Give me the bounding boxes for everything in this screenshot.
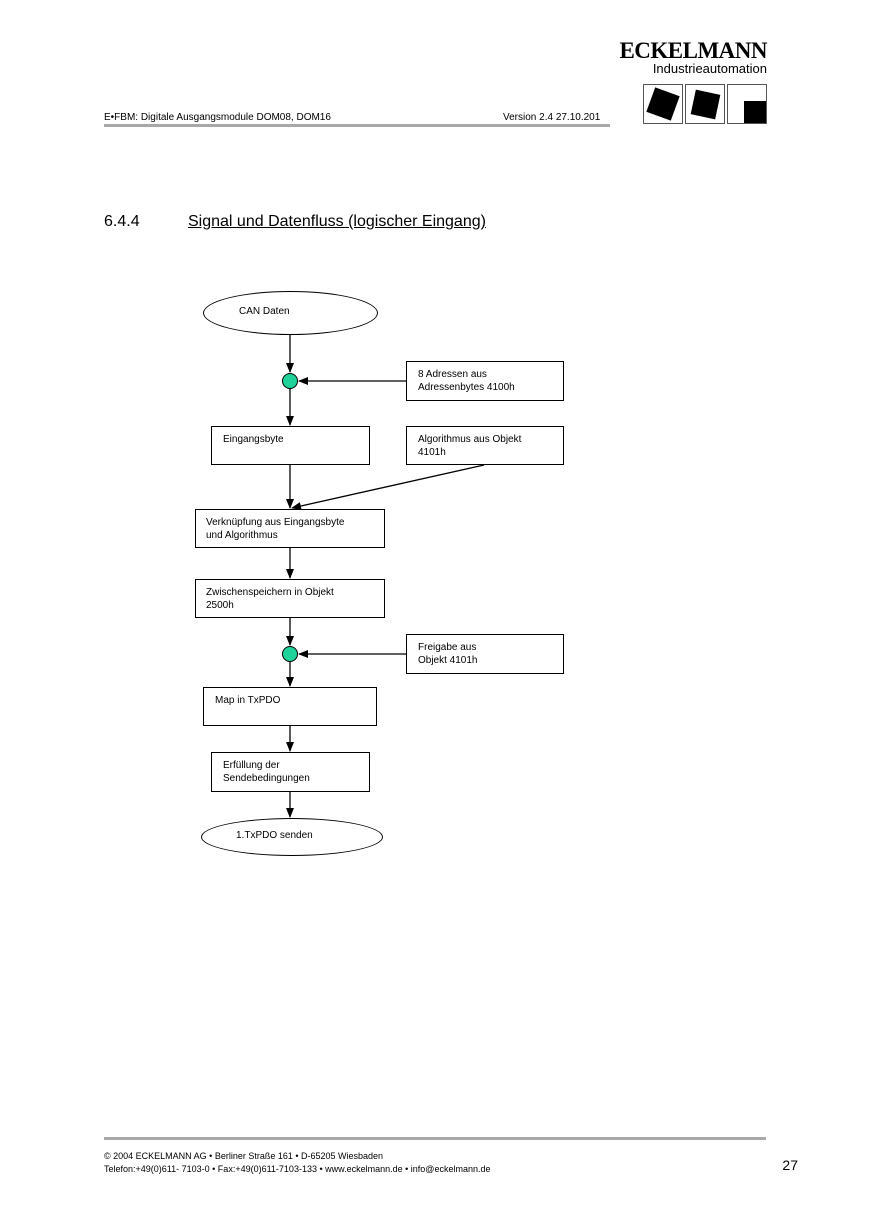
- page-number: 27: [782, 1157, 798, 1173]
- document-version: Version 2.4 27.10.201: [503, 112, 601, 123]
- logo-square-1: [643, 84, 683, 124]
- node-can-daten-label: CAN Daten: [239, 306, 290, 317]
- footer-address: © 2004 ECKELMANN AG • Berliner Straße 16…: [104, 1151, 384, 1161]
- node-zwischenspeichern-line1: Zwischenspeichern in Objekt: [206, 587, 334, 598]
- node-adressen: 8 Adressen aus Adressenbytes 4100h: [406, 361, 564, 401]
- section-title: Signal und Datenfluss (logischer Eingang…: [188, 213, 486, 230]
- node-algorithmus-line2: 4101h: [418, 447, 446, 458]
- node-verknuepfung: Verknüpfung aus Eingangsbyte und Algorit…: [195, 509, 385, 548]
- brand-logo: ECKELMANN Industrieautomation: [619, 38, 767, 76]
- document-title: E•FBM: Digitale Ausgangsmodule DOM08, DO…: [104, 112, 331, 123]
- logo-square-3: [727, 84, 767, 124]
- footer-rule: [104, 1137, 766, 1140]
- node-erfuellung-line1: Erfüllung der: [223, 760, 280, 771]
- junction-2: [282, 646, 298, 662]
- node-eingangsbyte: Eingangsbyte: [211, 426, 370, 465]
- node-txpdo-senden: 1.TxPDO senden: [201, 818, 383, 856]
- junction-1: [282, 373, 298, 389]
- node-verknuepfung-line1: Verknüpfung aus Eingangsbyte: [206, 517, 345, 528]
- node-adressen-line2: Adressenbytes 4100h: [418, 382, 515, 393]
- node-erfuellung-line2: Sendebedingungen: [223, 773, 310, 784]
- node-can-daten: CAN Daten: [203, 291, 378, 335]
- arrow-algorithmus-to-verknuepfung: [291, 464, 485, 510]
- section-number: 6.4.4: [104, 213, 140, 230]
- node-algorithmus-line1: Algorithmus aus Objekt: [418, 434, 522, 445]
- node-verknuepfung-line2: und Algorithmus: [206, 530, 278, 541]
- node-freigabe-line2: Objekt 4101h: [418, 655, 478, 666]
- header-rule: [104, 124, 610, 127]
- logo-square-2: [685, 84, 725, 124]
- node-erfuellung: Erfüllung der Sendebedingungen: [211, 752, 370, 792]
- node-algorithmus: Algorithmus aus Objekt 4101h: [406, 426, 564, 465]
- node-eingangsbyte-label: Eingangsbyte: [223, 434, 284, 445]
- brand-name: ECKELMANN: [619, 38, 767, 63]
- footer-contact: Telefon:+49(0)611- 7103-0 • Fax:+49(0)61…: [104, 1164, 491, 1174]
- node-adressen-line1: 8 Adressen aus: [418, 369, 487, 380]
- node-map-txpdo-label: Map in TxPDO: [215, 695, 281, 706]
- node-zwischenspeichern: Zwischenspeichern in Objekt 2500h: [195, 579, 385, 618]
- node-zwischenspeichern-line2: 2500h: [206, 600, 234, 611]
- brand-subtitle: Industrieautomation: [652, 61, 767, 76]
- node-freigabe: Freigabe aus Objekt 4101h: [406, 634, 564, 674]
- node-freigabe-line1: Freigabe aus: [418, 642, 477, 653]
- node-txpdo-senden-label: 1.TxPDO senden: [236, 830, 313, 841]
- node-map-txpdo: Map in TxPDO: [203, 687, 377, 726]
